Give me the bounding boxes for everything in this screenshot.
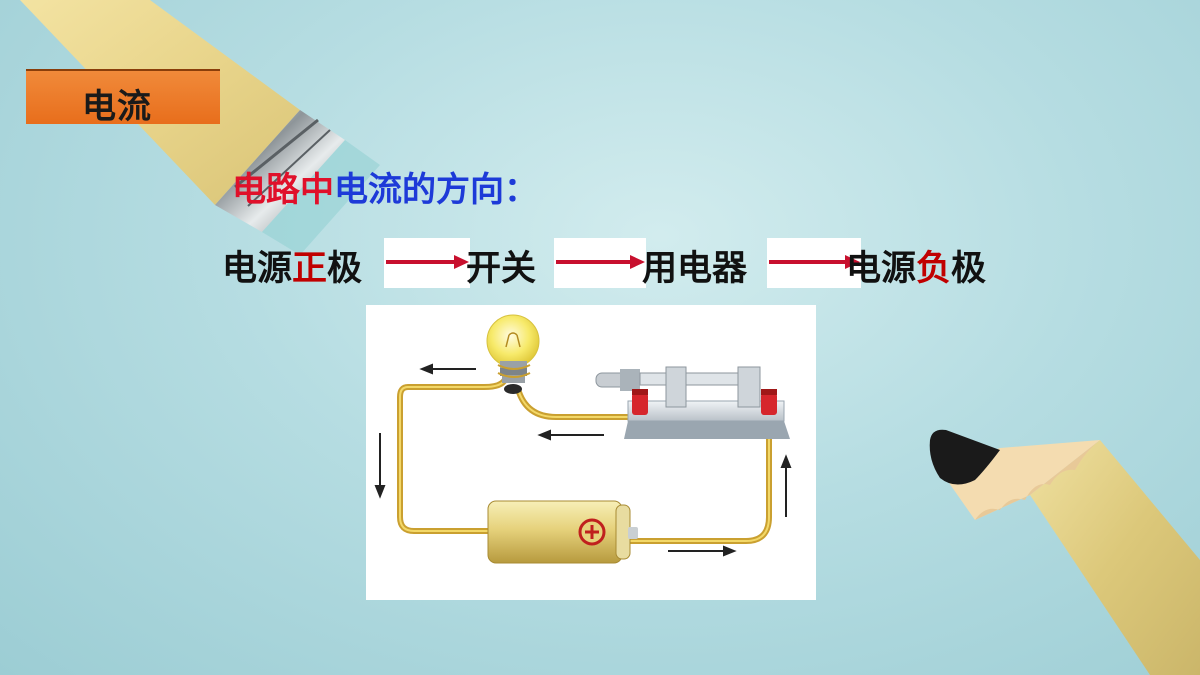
- plus-icon: [578, 518, 606, 546]
- flow-arrow-3: [767, 238, 861, 288]
- subtitle: 电路中电流的方向：: [232, 162, 538, 211]
- light-bulb-icon: [486, 314, 540, 394]
- battery-icon: [487, 500, 638, 564]
- flow-step4-b: 负: [916, 249, 952, 289]
- flow-arrow-2: [554, 238, 646, 288]
- flow-step-positive: 电源正极: [222, 240, 362, 291]
- flow-step-appliance: 用电器: [642, 249, 748, 289]
- current-direction-arrows: [374, 363, 792, 557]
- flow-step-switch: 开关: [466, 249, 537, 289]
- page-title: 电流: [82, 87, 152, 127]
- arrow-right-icon: [386, 255, 469, 269]
- subtitle-blue-part: 电流的方向：: [334, 170, 538, 210]
- flow-step1-c: 极: [327, 249, 363, 289]
- flow-step1-b: 正: [292, 249, 328, 289]
- current-flow-line: 电源正极 开关 用电器 电源负极: [0, 238, 1200, 290]
- knife-switch-icon: [595, 366, 790, 439]
- arrow-right-icon: [769, 255, 860, 269]
- flow-step-negative: 电源负极: [846, 240, 986, 291]
- flow-step4-a: 电源: [846, 249, 917, 289]
- arrow-right-icon: [556, 255, 645, 269]
- flow-step1-a: 电源: [222, 249, 293, 289]
- circuit-diagram: [366, 305, 816, 600]
- flow-arrow-1: [384, 238, 470, 288]
- subtitle-red-part: 电路中: [232, 170, 334, 210]
- title-box: 电流: [26, 69, 220, 127]
- flow-step4-c: 极: [951, 249, 987, 289]
- circuit-illustration: [374, 314, 792, 564]
